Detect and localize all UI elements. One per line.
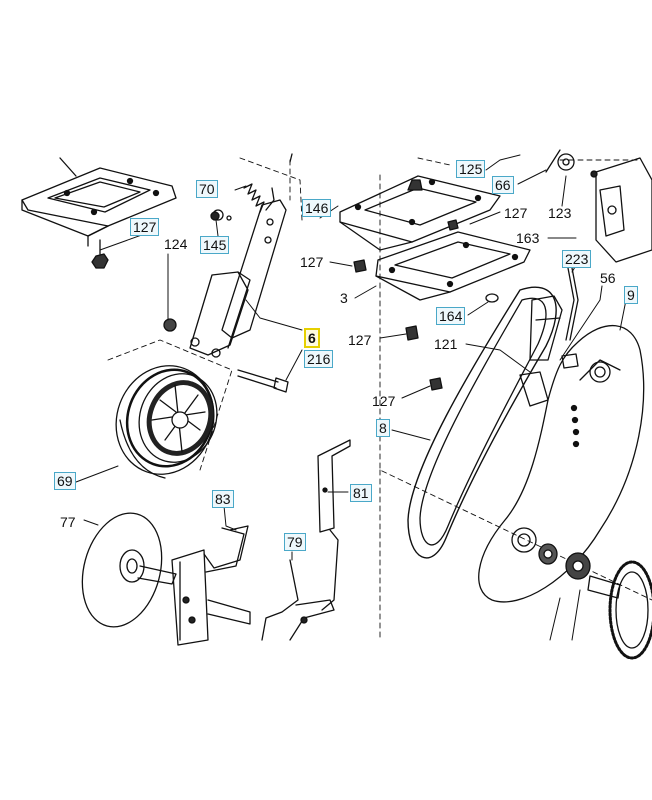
tine-blade-83 <box>205 527 245 573</box>
tine-blade-81 <box>317 439 351 611</box>
callout-123: 123 <box>548 205 572 221</box>
drive-belt <box>407 286 557 559</box>
bolt-223 <box>561 267 579 369</box>
callout-6-highlighted[interactable]: 6 <box>304 328 320 348</box>
bolt-216 <box>237 369 289 393</box>
nut-127-right <box>353 219 499 391</box>
spring-part <box>212 183 265 221</box>
callout-223: 223 <box>562 250 592 268</box>
callout-145: 145 <box>200 236 230 254</box>
top-footrest-plate <box>339 175 501 251</box>
lower-footrest-plate <box>375 231 531 301</box>
tine-frame <box>171 525 251 646</box>
wheel-bracket-arm <box>189 153 293 358</box>
callout-8: 8 <box>376 419 390 437</box>
leader-lines <box>75 154 627 641</box>
callout-83: 83 <box>212 490 234 508</box>
sprocket-gear <box>608 560 652 660</box>
callout-124: 124 <box>164 236 188 252</box>
nut-124-145 <box>163 211 220 332</box>
callout-56: 56 <box>600 270 616 286</box>
callout-164: 164 <box>436 307 466 325</box>
callout-9: 9 <box>624 286 638 304</box>
frame-bracket-top-right <box>545 149 652 263</box>
callout-79: 79 <box>284 533 306 551</box>
callout-77: 77 <box>60 514 76 530</box>
callout-127-lower: 127 <box>348 332 372 348</box>
callout-216: 216 <box>304 350 334 368</box>
callout-127-top-right: 127 <box>504 205 528 221</box>
tine-blade-79 <box>261 559 335 641</box>
callout-127-middle: 127 <box>300 254 324 270</box>
bearing-assembly <box>538 543 621 599</box>
callout-127-bottom: 127 <box>372 393 396 409</box>
callout-69: 69 <box>54 472 76 490</box>
callout-146: 146 <box>302 199 332 217</box>
assembly-frame-lines <box>107 157 652 641</box>
wheel-part <box>115 365 218 479</box>
callout-125: 125 <box>456 160 486 178</box>
callout-81: 81 <box>350 484 372 502</box>
nut-127-left <box>91 239 109 269</box>
callout-66: 66 <box>492 176 514 194</box>
callout-3: 3 <box>340 290 348 306</box>
callout-121: 121 <box>434 336 458 352</box>
left-footrest-plate <box>21 157 177 247</box>
tine-protection-disc <box>81 512 177 628</box>
callout-127-left: 127 <box>130 218 160 236</box>
chain-case-plate <box>478 325 645 603</box>
callout-70: 70 <box>196 180 218 198</box>
callout-163: 163 <box>516 230 540 246</box>
